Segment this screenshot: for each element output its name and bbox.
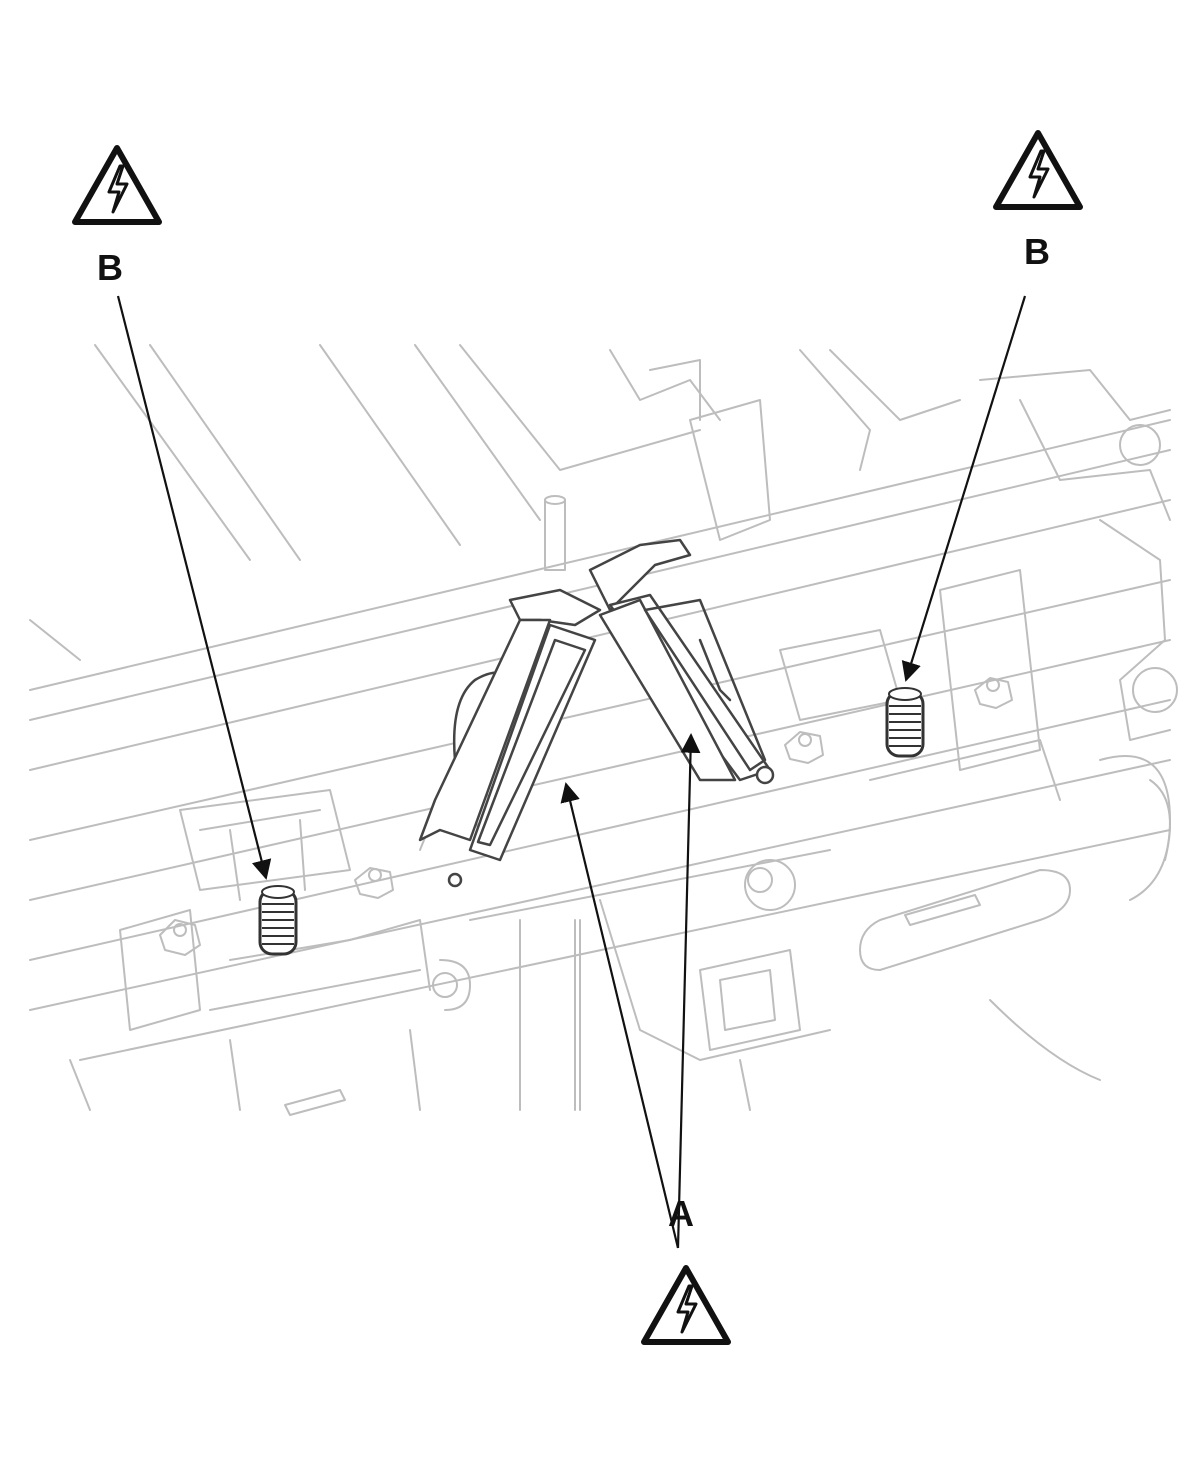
callout-label-b-left: B — [97, 247, 123, 288]
leader-b-right — [901, 295, 1027, 682]
callout-label-a: A — [668, 1193, 694, 1234]
callout-label-b-right: B — [1024, 231, 1050, 272]
leader-b-left — [116, 295, 272, 880]
leader-a-right — [676, 733, 701, 1249]
high-voltage-warning-icon — [996, 133, 1080, 207]
high-voltage-warning-icon — [75, 148, 159, 222]
high-voltage-warning-icon — [644, 1268, 728, 1342]
assembly-outline — [29, 344, 1178, 1116]
stud-b-right — [885, 686, 925, 758]
connector-plates — [418, 538, 775, 888]
leader-a-left — [560, 782, 680, 1249]
stud-b-left — [258, 884, 298, 956]
leader-lines — [116, 295, 1027, 1249]
